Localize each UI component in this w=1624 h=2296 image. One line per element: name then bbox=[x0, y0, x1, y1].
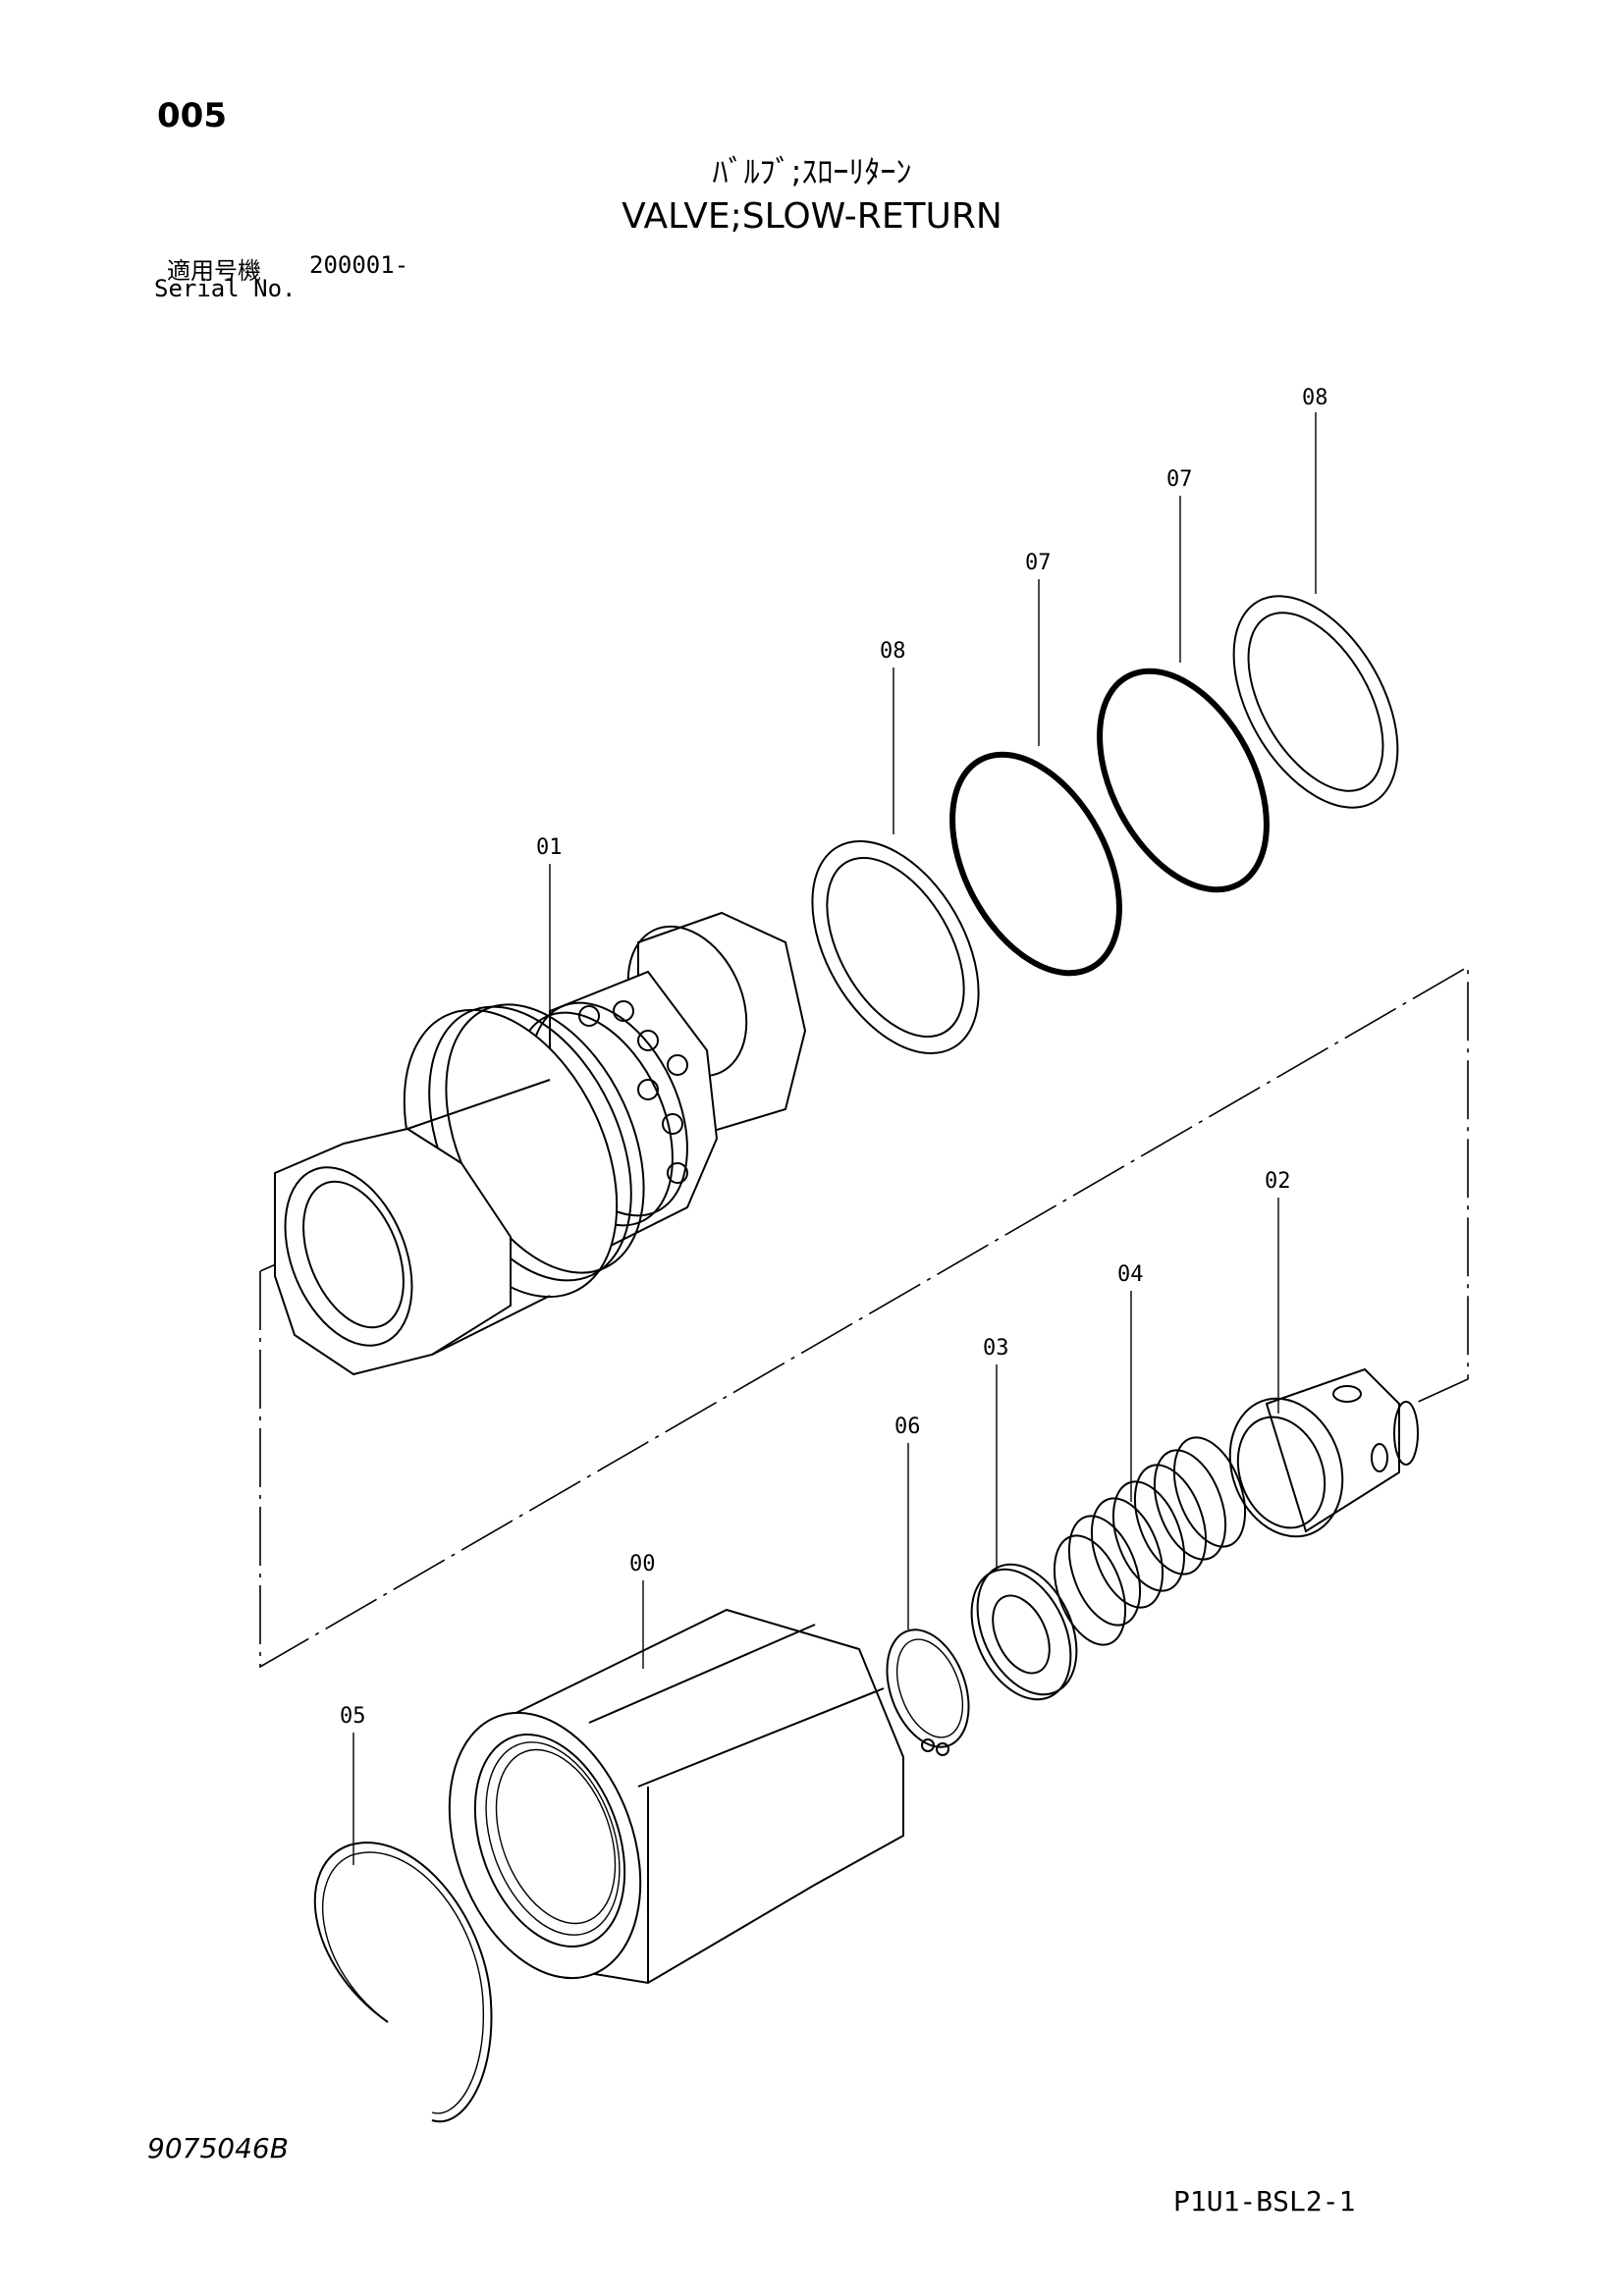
o-ring-upper bbox=[1097, 667, 1270, 893]
serial-label-english: Serial No. bbox=[154, 275, 297, 302]
part-label-08-upper: 08 bbox=[1302, 386, 1328, 410]
part-label-02: 02 bbox=[1265, 1169, 1291, 1194]
o-ring-lower bbox=[949, 751, 1122, 977]
backup-ring-lower bbox=[811, 839, 980, 1055]
part-label-08-lower: 08 bbox=[880, 639, 906, 664]
valve-poppet bbox=[1228, 1367, 1419, 1538]
housing-nut bbox=[448, 1608, 904, 1985]
serial-label-japanese: 適用号機 bbox=[167, 257, 261, 285]
drawing-number: 9075046B bbox=[147, 2132, 289, 2164]
part-label-07-lower: 07 bbox=[1025, 551, 1052, 575]
part-label-05: 05 bbox=[340, 1704, 366, 1729]
leader-lines bbox=[352, 412, 1317, 1865]
backup-ring-upper bbox=[1232, 595, 1399, 809]
part-label-04: 04 bbox=[1117, 1262, 1144, 1287]
part-label-07-upper: 07 bbox=[1166, 467, 1193, 492]
title-japanese: ﾊﾞﾙﾌﾞ;ｽﾛｰﾘﾀｰﾝ bbox=[712, 153, 912, 190]
part-label-00: 00 bbox=[629, 1552, 656, 1576]
page-code: P1U1-BSL2-1 bbox=[1173, 2185, 1356, 2217]
part-label-06: 06 bbox=[894, 1415, 921, 1439]
snap-ring-small bbox=[886, 1629, 970, 1756]
snap-ring-large bbox=[313, 1842, 493, 2123]
title-english: VALVE;SLOW-RETURN bbox=[622, 196, 1002, 237]
page-number: 005 bbox=[157, 96, 227, 135]
assembly-phantom-line bbox=[259, 965, 1469, 1669]
part-label-03: 03 bbox=[983, 1336, 1009, 1361]
valve-body bbox=[274, 911, 807, 1376]
compression-spring bbox=[1053, 1436, 1247, 1646]
washer bbox=[970, 1563, 1078, 1701]
part-label-01: 01 bbox=[536, 835, 563, 860]
serial-number-range: 200001- bbox=[309, 251, 409, 279]
